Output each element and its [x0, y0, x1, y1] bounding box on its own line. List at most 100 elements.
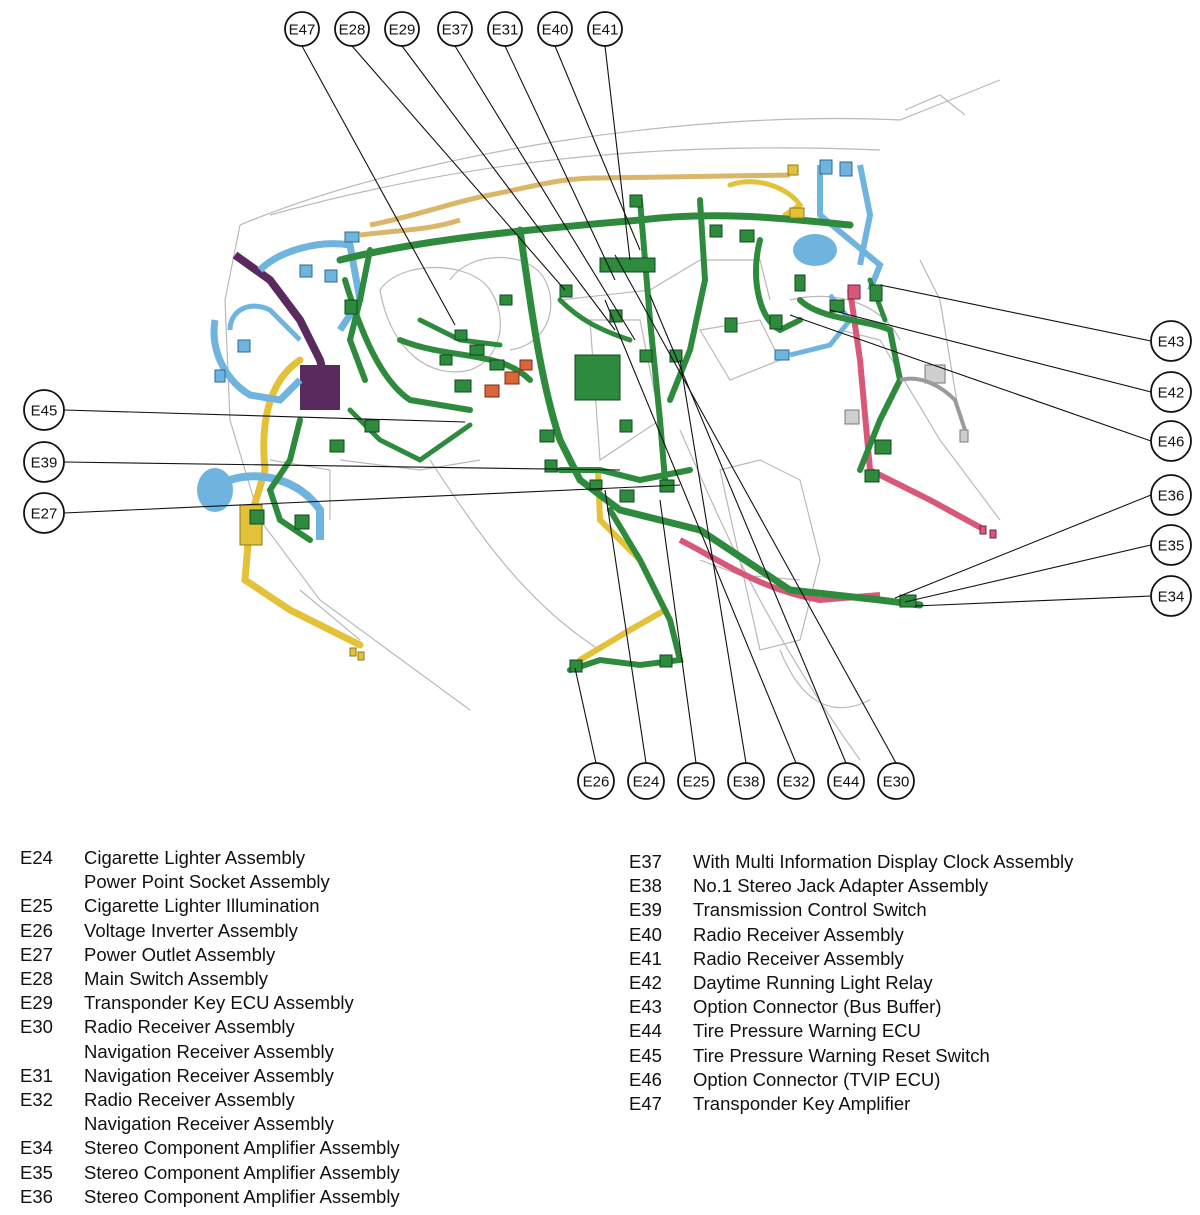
legend-description: Navigation Receiver Assembly: [84, 1113, 334, 1135]
callouts-top: E47 E28 E29 E37 E31 E40 E41: [284, 11, 623, 47]
legend-code: E45: [629, 1044, 662, 1066]
callouts-bottom: E26 E24 E25 E38 E32 E44 E30: [577, 762, 915, 800]
callout-e25: E25: [677, 762, 715, 800]
svg-text:E36: E36: [1158, 488, 1185, 505]
legend-description: Transmission Control Switch: [693, 899, 927, 921]
svg-text:E37: E37: [442, 22, 469, 39]
svg-text:E27: E27: [31, 506, 58, 523]
callout-e35: E35: [1150, 524, 1192, 566]
legend-code: E41: [629, 947, 662, 969]
callout-e27: E27: [23, 492, 65, 534]
legend-description: Stereo Component Amplifier Assembly: [84, 1161, 400, 1183]
legend-entry: E28 Main Switch Assembly: [20, 967, 400, 991]
legend-entry: E37 With Multi Information Display Clock …: [629, 850, 1073, 874]
callout-e40: E40: [537, 11, 573, 47]
callout-e45: E45: [23, 389, 65, 431]
svg-text:E47: E47: [289, 22, 316, 39]
svg-text:E34: E34: [1158, 589, 1185, 606]
dashboard-outline: [224, 79, 1001, 761]
svg-text:E26: E26: [583, 774, 610, 791]
legend-code: E31: [20, 1064, 53, 1086]
legend-code: E28: [20, 968, 53, 990]
callout-e31: E31: [487, 11, 523, 47]
svg-text:E24: E24: [633, 774, 660, 791]
svg-text:E29: E29: [389, 22, 416, 39]
legend-code: E47: [629, 1093, 662, 1115]
legend-code: E42: [629, 972, 662, 994]
legend-description: Transponder Key ECU Assembly: [84, 992, 354, 1014]
legend-description: Tire Pressure Warning Reset Switch: [693, 1044, 990, 1066]
legend-entry: E27 Power Outlet Assembly: [20, 943, 400, 967]
legend-code: E40: [629, 923, 662, 945]
legend-description: Power Point Socket Assembly: [84, 871, 330, 893]
legend-description: Cigarette Lighter Illumination: [84, 895, 320, 917]
legend-description: Voltage Inverter Assembly: [84, 919, 298, 941]
legend-entry: E45 Tire Pressure Warning Reset Switch: [629, 1044, 1073, 1068]
callout-e29: E29: [384, 11, 420, 47]
connector-blocks: [214, 159, 997, 673]
harness-tan: [359, 172, 791, 238]
legend-description: With Multi Information Display Clock Ass…: [693, 851, 1074, 872]
svg-text:E46: E46: [1158, 434, 1185, 451]
legend-entry: E32 Radio Receiver Assembly Navigation Re…: [20, 1088, 400, 1136]
legend-description: Tire Pressure Warning ECU: [693, 1020, 921, 1042]
legend-entry: E42 Daytime Running Light Relay: [629, 971, 1073, 995]
legend-description: Option Connector (Bus Buffer): [693, 996, 942, 1018]
callout-e26: E26: [577, 762, 615, 800]
svg-text:E45: E45: [31, 403, 58, 420]
legend-description: Cigarette Lighter Assembly: [84, 847, 306, 868]
wiring-harness-diagram: E47 E28 E29 E37 E31 E40 E41 E43 E42 E46 …: [23, 11, 1192, 800]
legend-entry: E26 Voltage Inverter Assembly: [20, 919, 400, 943]
callout-e32: E32: [777, 762, 815, 800]
legend-description: Navigation Receiver Assembly: [84, 1064, 334, 1086]
legend-description: No.1 Stereo Jack Adapter Assembly: [693, 875, 989, 897]
callout-e24: E24: [627, 762, 665, 800]
callout-e41: E41: [587, 11, 623, 47]
callout-e30: E30: [877, 762, 915, 800]
legend-code: E39: [629, 899, 662, 921]
legend-description: Radio Receiver Assembly: [693, 923, 904, 945]
callout-e46: E46: [1150, 420, 1192, 462]
svg-text:E35: E35: [1158, 538, 1185, 555]
legend-entry: E38 No.1 Stereo Jack Adapter Assembly: [629, 874, 1073, 898]
legend-description: Daytime Running Light Relay: [693, 972, 933, 994]
svg-text:E31: E31: [492, 22, 519, 39]
legend-code: E24: [20, 847, 53, 868]
legend-entry: E39 Transmission Control Switch: [629, 898, 1073, 922]
legend-left: E24 Cigarette Lighter Assembly Power Poin…: [20, 846, 400, 1209]
legend-code: E26: [20, 919, 53, 941]
callout-e28: E28: [334, 11, 370, 47]
legend-description: Radio Receiver Assembly: [693, 947, 904, 969]
legend-code: E44: [629, 1020, 662, 1042]
svg-text:E41: E41: [592, 22, 619, 39]
legend-description: Power Outlet Assembly: [84, 943, 276, 965]
legend-description: Radio Receiver Assembly: [84, 1016, 295, 1038]
legend-description: Option Connector (TVIP ECU): [693, 1068, 941, 1090]
legend-code: E32: [20, 1089, 53, 1111]
callout-e47: E47: [284, 11, 320, 47]
legend-code: E37: [629, 851, 662, 872]
legend-description: Stereo Component Amplifier Assembly: [84, 1137, 400, 1159]
legend-description: Transponder Key Amplifier: [693, 1093, 911, 1115]
legend-code: E38: [629, 875, 662, 897]
legend-description: Stereo Component Amplifier Assembly: [84, 1185, 400, 1207]
harness-pink: [678, 289, 987, 604]
legend-entry: E44 Tire Pressure Warning ECU: [629, 1019, 1073, 1043]
legend-description: Navigation Receiver Assembly: [84, 1040, 334, 1062]
svg-text:E39: E39: [31, 455, 58, 472]
svg-text:E30: E30: [883, 774, 910, 791]
callout-e39: E39: [23, 441, 65, 483]
legend-code: E29: [20, 992, 53, 1014]
leader-lines: [63, 45, 1152, 764]
legend-code: E27: [20, 943, 53, 965]
svg-text:E28: E28: [339, 22, 366, 39]
callout-e34: E34: [1150, 575, 1192, 617]
legend-description: Main Switch Assembly: [84, 968, 269, 990]
legend-description: Radio Receiver Assembly: [84, 1089, 295, 1111]
callouts-right: E43 E42 E46 E36 E35 E34: [1150, 320, 1192, 617]
